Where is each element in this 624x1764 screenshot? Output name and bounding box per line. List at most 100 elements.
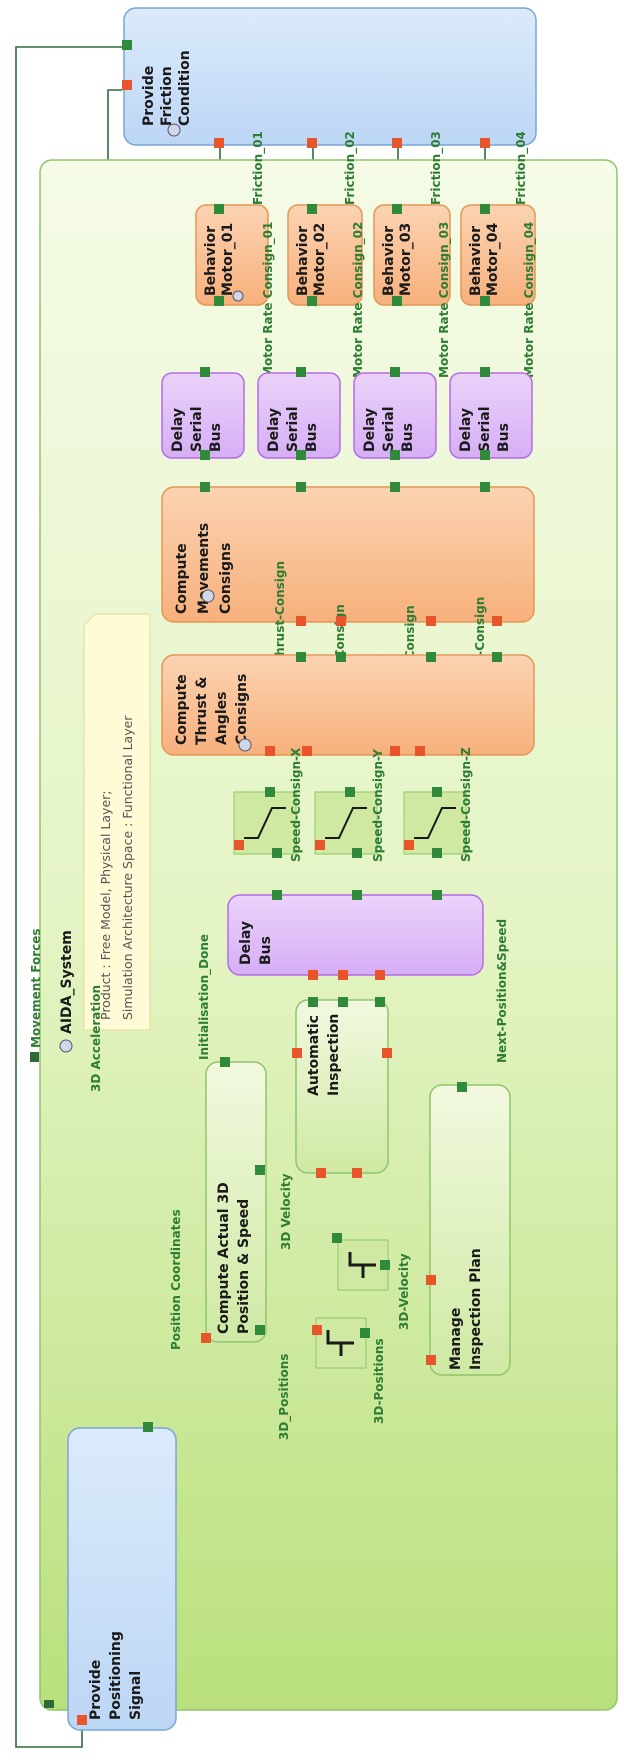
- svg-text:Thrust &: Thrust &: [194, 677, 210, 746]
- sf-badge-icon: [238, 738, 252, 752]
- svg-text:Speed-Consign-Z: Speed-Consign-Z: [459, 747, 473, 862]
- friction-block-line3: Condition: [177, 50, 193, 126]
- aida-system-title: AIDA_System: [59, 930, 75, 1053]
- manage-inspection-plan-block[interactable]: Manage Inspection Plan: [429, 1084, 511, 1376]
- ports-layer: [77, 40, 502, 1725]
- speed-consign-z-label: Speed-Consign-Z: [459, 747, 473, 862]
- acceleration-3d-label: 3D Acceleration: [89, 985, 103, 1092]
- velocity-3d-label: 3D Velocity: [279, 1173, 293, 1250]
- svg-text:Speed-Consign-Y: Speed-Consign-Y: [371, 749, 385, 862]
- svg-text:Friction_03: Friction_03: [429, 131, 444, 205]
- svg-text:Serial: Serial: [381, 406, 397, 452]
- svg-text:Speed-Consign-X: Speed-Consign-X: [289, 747, 303, 862]
- svg-text:Friction_01: Friction_01: [251, 131, 266, 205]
- svg-text:Delay: Delay: [238, 921, 254, 965]
- speed-consign-z-icon[interactable]: [403, 791, 467, 855]
- svg-text:3D_Positions: 3D_Positions: [277, 1354, 292, 1440]
- motor-rate-label-03: Motor Rate Consign_03: [437, 222, 452, 378]
- position-coordinates-label: Position Coordinates: [169, 1209, 183, 1350]
- svg-text:Bus: Bus: [258, 936, 274, 965]
- svg-text:Automatic: Automatic: [306, 1015, 322, 1096]
- svg-text:3D-Positions: 3D-Positions: [372, 1338, 386, 1424]
- velocity-3d-dash-label: 3D-Velocity: [397, 1253, 411, 1330]
- svg-text:Bus: Bus: [400, 423, 416, 452]
- svg-text:Consigns: Consigns: [234, 674, 250, 745]
- container-port-icon: [44, 1700, 54, 1708]
- provide-positioning-signal-block[interactable]: Provide Positioning Signal: [67, 1427, 177, 1731]
- positions-3d-label: 3D_Positions: [277, 1354, 292, 1440]
- movement-forces-label: Movement Forces: [29, 928, 43, 1062]
- note-line1: Product : Free Model, Physical Layer;: [98, 791, 113, 1020]
- speed-consign-x-icon[interactable]: [233, 791, 297, 855]
- friction-label-02: Friction_02: [343, 131, 358, 205]
- svg-text:Consigns: Consigns: [218, 543, 234, 614]
- compute-thrust-angles-block[interactable]: Compute Thrust & Angles Consigns: [161, 654, 535, 756]
- movement-forces-text: Movement Forces: [29, 928, 43, 1048]
- speed-consign-y-icon[interactable]: [314, 791, 378, 855]
- svg-text:Compute: Compute: [174, 543, 190, 614]
- friction-label-01: Friction_01: [251, 131, 266, 205]
- svg-text:Delay: Delay: [266, 408, 282, 452]
- provide-friction-condition-block[interactable]: Provide Friction Condition: [123, 7, 537, 146]
- svg-text:Motor_01: Motor_01: [220, 223, 236, 296]
- friction-label-03: Friction_03: [429, 131, 444, 205]
- automatic-inspection-block[interactable]: Automatic Inspection: [295, 999, 389, 1174]
- svg-text:Delay: Delay: [458, 408, 474, 452]
- note-box: Product : Free Model, Physical Layer; Si…: [83, 613, 151, 1031]
- svg-text:Compute: Compute: [174, 674, 190, 745]
- svg-text:Serial: Serial: [285, 406, 301, 452]
- sf-badge-icon: [201, 589, 215, 603]
- merge-icon-positions[interactable]: [315, 1317, 367, 1369]
- svg-text:Serial: Serial: [477, 406, 493, 452]
- svg-text:Provide: Provide: [88, 1660, 104, 1720]
- friction-label-04: Friction_04: [514, 131, 529, 205]
- behavior-motor-04-block[interactable]: Behavior Motor_04: [460, 204, 536, 306]
- svg-text:Friction_02: Friction_02: [343, 131, 358, 205]
- delay-serial-bus-03-block[interactable]: Delay Serial Bus: [353, 372, 437, 459]
- svg-text:Behavior: Behavior: [295, 226, 311, 296]
- positions-3d-dash-label: 3D-Positions: [372, 1338, 386, 1424]
- sf-badge-icon: [59, 1039, 73, 1053]
- delay-bus-block[interactable]: Delay Bus: [227, 894, 484, 976]
- svg-text:Initialisation_Done: Initialisation_Done: [197, 934, 212, 1060]
- svg-text:3D-Velocity: 3D-Velocity: [397, 1253, 411, 1330]
- svg-text:Next-Position&Speed: Next-Position&Speed: [495, 919, 509, 1063]
- friction-block-line2: Friction: [159, 66, 175, 126]
- speed-consign-y-label: Speed-Consign-Y: [371, 749, 385, 862]
- svg-text:Motor_04: Motor_04: [485, 222, 501, 296]
- compute-movements-consigns-block[interactable]: Compute Movements Consigns: [161, 486, 535, 623]
- behavior-motor-01-block[interactable]: Behavior Motor_01: [195, 204, 269, 306]
- svg-text:Motor Rate Consign_02: Motor Rate Consign_02: [351, 222, 366, 378]
- svg-text:Signal: Signal: [128, 1671, 144, 1720]
- compute-actual-position-block[interactable]: Compute Actual 3D Position & Speed: [205, 1061, 267, 1343]
- delay-serial-bus-01-block[interactable]: Delay Serial Bus: [161, 372, 245, 459]
- behavior-motor-03-block[interactable]: Behavior Motor_03: [373, 204, 451, 306]
- svg-text:Behavior: Behavior: [203, 226, 219, 296]
- svg-text:Behavior: Behavior: [468, 226, 484, 296]
- friction-block-line1: Provide: [141, 66, 157, 126]
- note-line2: Simulation Architecture Space : Function…: [120, 715, 135, 1020]
- svg-text:Bus: Bus: [208, 423, 224, 452]
- merge-icon-velocity[interactable]: [337, 1239, 389, 1291]
- delay-serial-bus-02-block[interactable]: Delay Serial Bus: [257, 372, 341, 459]
- delay-serial-bus-04-block[interactable]: Delay Serial Bus: [449, 372, 533, 459]
- svg-text:Manage: Manage: [448, 1308, 464, 1370]
- svg-text:Motor_03: Motor_03: [398, 223, 414, 296]
- behavior-motor-02-block[interactable]: Behavior Motor_02: [287, 204, 363, 306]
- svg-text:Bus: Bus: [304, 423, 320, 452]
- next-position-speed-label: Next-Position&Speed: [495, 919, 509, 1063]
- svg-text:Delay: Delay: [170, 408, 186, 452]
- svg-text:Compute Actual 3D: Compute Actual 3D: [216, 1182, 232, 1334]
- motor-rate-label-01: Motor Rate Consign_01: [261, 222, 276, 378]
- svg-text:Position & Speed: Position & Speed: [236, 1199, 252, 1334]
- speed-consign-x-label: Speed-Consign-X: [289, 747, 303, 862]
- sf-badge-icon: [232, 290, 244, 302]
- svg-text:Bus: Bus: [496, 423, 512, 452]
- svg-text:3D Velocity: 3D Velocity: [279, 1173, 293, 1250]
- svg-text:Inspection: Inspection: [326, 1014, 342, 1096]
- svg-text:Position Coordinates: Position Coordinates: [169, 1209, 183, 1350]
- sf-badge-icon: [167, 123, 181, 137]
- svg-text:Behavior: Behavior: [381, 226, 397, 296]
